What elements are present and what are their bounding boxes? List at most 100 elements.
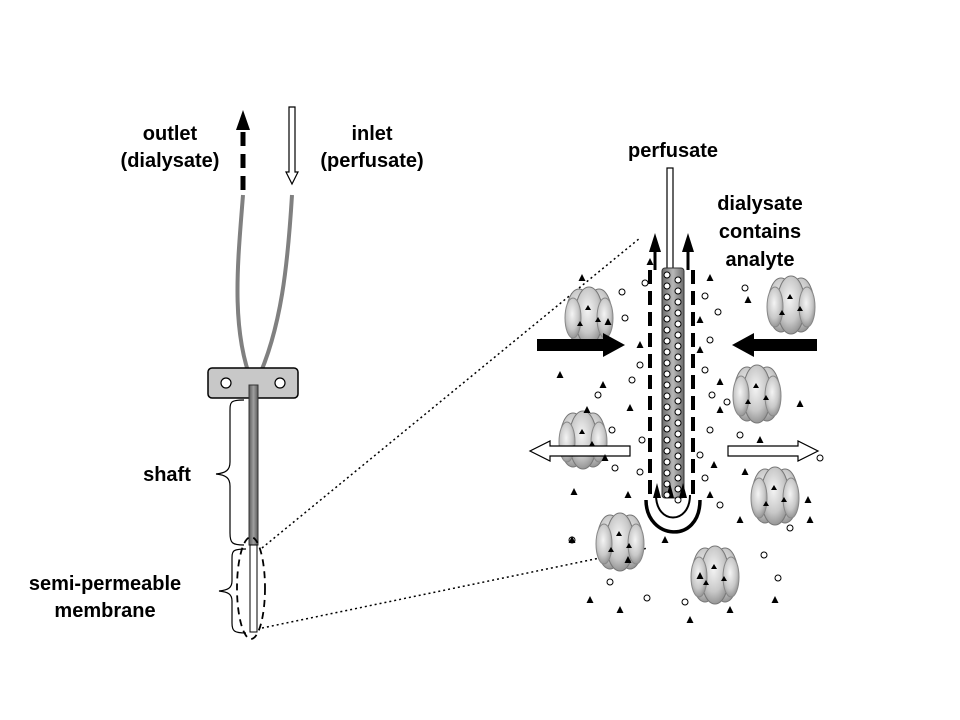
analyte-molecule <box>741 468 749 475</box>
perfusate-molecule <box>674 408 682 416</box>
dialysate-arrowhead-right <box>682 233 694 252</box>
zoom-line-bottom <box>261 547 649 629</box>
perfusate-molecule <box>716 501 724 509</box>
perfusate-molecule <box>663 381 671 389</box>
perfusate-molecule <box>663 282 671 290</box>
inward-arrow-left <box>537 333 625 357</box>
perfusate-molecule <box>663 337 671 345</box>
outlet-label: outlet <box>143 123 198 145</box>
analyte-molecule <box>556 371 564 378</box>
perfusate-molecule <box>741 284 749 292</box>
perfusate-molecule <box>701 474 709 482</box>
analyte-molecule <box>696 572 704 579</box>
perfusate-molecule <box>663 491 671 499</box>
membrane-label-line2: membrane <box>54 600 155 622</box>
perfusate-molecule <box>674 375 682 383</box>
perfusate-molecule <box>681 598 689 606</box>
perfusate-molecule <box>674 309 682 317</box>
molecules <box>556 258 824 623</box>
analyte-molecule <box>624 556 632 563</box>
perfusate-molecule <box>611 464 619 472</box>
perfusate-molecule <box>708 391 716 399</box>
cell <box>750 466 800 526</box>
perfusate-molecule <box>674 463 682 471</box>
analyte-molecule <box>646 258 654 265</box>
analyte-molecule <box>661 536 669 543</box>
probe: outlet (dialysate) inlet (perfusate) sha… <box>29 106 424 640</box>
membrane-bottom <box>644 499 702 534</box>
analyte-molecule <box>716 406 724 413</box>
perfusate-molecule <box>674 386 682 394</box>
analyte-molecule <box>806 516 814 523</box>
analyte-molecule <box>636 341 644 348</box>
perfusate-molecule <box>663 458 671 466</box>
analyte-molecule <box>710 461 718 468</box>
perfusate-molecule <box>674 298 682 306</box>
perfusate-molecule <box>663 414 671 422</box>
perfusate-molecule <box>628 376 636 384</box>
shaft-label: shaft <box>143 464 191 486</box>
probe-membrane <box>249 544 258 633</box>
cell <box>766 275 816 335</box>
perfusate-molecule <box>714 308 722 316</box>
probe-shaft <box>248 384 259 546</box>
analyte-molecule <box>744 296 752 303</box>
inward-arrow-right <box>732 333 817 357</box>
perfusate-molecule <box>663 293 671 301</box>
dialysate-label-line3: analyte <box>726 249 795 271</box>
perfusate-molecule <box>674 441 682 449</box>
perfusate-molecule <box>638 436 646 444</box>
analyte-molecule <box>599 381 607 388</box>
flow-arrowhead <box>679 483 687 498</box>
analyte-molecule <box>756 436 764 443</box>
perfusate-molecule <box>663 304 671 312</box>
perfusate-molecule <box>723 398 731 406</box>
perfusate-molecule <box>674 287 682 295</box>
perfusate-molecule <box>663 425 671 433</box>
analyte-molecule <box>696 316 704 323</box>
analyte-molecule <box>586 596 594 603</box>
inner-flow-loop <box>655 494 691 519</box>
perfusate-molecule <box>594 391 602 399</box>
perfusate-molecule <box>663 271 671 279</box>
analyte-molecule <box>771 596 779 603</box>
perfusate-molecule <box>674 452 682 460</box>
perfusate-molecule <box>674 430 682 438</box>
analyte-molecule <box>604 318 612 325</box>
perfusate-molecule <box>701 292 709 300</box>
perfusate-molecule <box>674 331 682 339</box>
perfusate-molecule <box>641 279 649 287</box>
cell <box>558 410 608 470</box>
analyte-molecule <box>601 454 609 461</box>
analyte-molecule <box>686 616 694 623</box>
perfusate-molecule <box>663 315 671 323</box>
outlet-arrow-head <box>236 110 250 130</box>
analyte-molecule <box>706 274 714 281</box>
holder-hole-left <box>220 377 232 389</box>
membrane-brace <box>218 548 247 634</box>
perfusate-molecule <box>663 392 671 400</box>
perfusate-molecule <box>608 426 616 434</box>
inlet-arrow <box>285 106 299 186</box>
perfusate-molecule <box>663 480 671 488</box>
perfusate-molecule <box>663 359 671 367</box>
perfusate-molecule <box>674 485 682 493</box>
inlet-tubing <box>253 194 294 386</box>
dialysate-label-line2: contains <box>719 221 801 243</box>
perfusate-molecule <box>706 336 714 344</box>
dialysate-label-line1: dialysate <box>717 193 803 215</box>
perfusate-molecule <box>674 364 682 372</box>
shaft-brace <box>215 399 245 546</box>
analyte-molecule <box>570 488 578 495</box>
perfusate-label: perfusate <box>628 140 718 162</box>
cell <box>690 545 740 605</box>
analyte-molecule <box>726 606 734 613</box>
perfusate-molecule <box>736 431 744 439</box>
perfusate-molecule <box>606 578 614 586</box>
zoom-line-top <box>261 237 641 549</box>
perfusate-molecule <box>774 574 782 582</box>
analyte-molecule <box>616 606 624 613</box>
perfusate-molecule <box>663 447 671 455</box>
perfusate-molecule <box>696 451 704 459</box>
